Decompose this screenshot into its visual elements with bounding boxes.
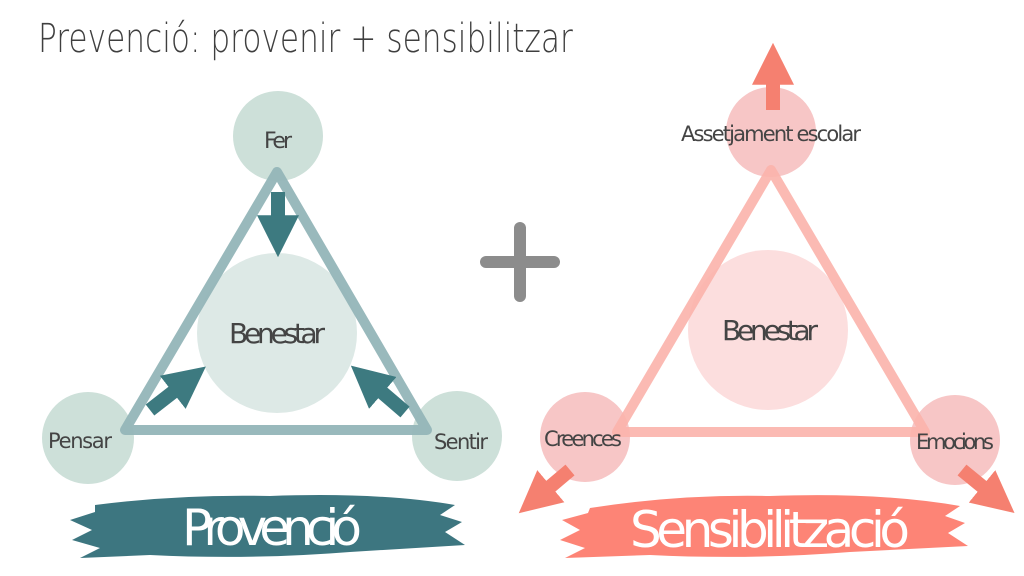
node-assetjament-circle: [726, 87, 816, 177]
node-assetjament-label: Assetjament escolar: [681, 122, 861, 146]
arrow-up-right-icon: [145, 366, 206, 416]
page-title: Prevenció: provenir + sensibilitzar: [38, 16, 573, 62]
node-emocions-label: Emocions: [916, 430, 994, 454]
node-creences-label: Creences: [544, 427, 622, 451]
center-benestar-label: Benestar: [229, 317, 325, 350]
banner-sensibilitzacio: Sensibilització: [630, 501, 910, 559]
sensibilitzacio-diagram: Assetjament escolar Creences Emocions Be…: [518, 42, 1015, 559]
banner-provencio: Provenció: [182, 499, 362, 557]
node-fer-label: Fer: [264, 129, 293, 154]
node-creences-circle: [540, 392, 630, 482]
arrow-up-left-icon: [350, 365, 410, 418]
center-benestar-label: Benestar: [722, 314, 818, 347]
center-benestar-circle: [688, 250, 848, 410]
arrow-down-left-icon: [518, 464, 575, 514]
center-benestar-circle: [197, 253, 357, 413]
provencio-diagram: Fer Pensar Sentir Benestar Provenció: [42, 91, 502, 558]
node-emocions-circle: [910, 395, 1000, 485]
plus-icon: [480, 222, 560, 302]
node-sentir-circle: [412, 391, 502, 481]
node-fer-circle: [233, 91, 323, 181]
arrow-down-right-icon: [957, 464, 1015, 513]
node-sentir-label: Sentir: [434, 430, 488, 454]
node-pensar-label: Pensar: [48, 429, 112, 453]
triangle: [120, 167, 432, 435]
banner-brush: [70, 495, 465, 558]
banner-brush: [560, 495, 968, 558]
node-pensar-circle: [42, 392, 134, 484]
triangle: [612, 165, 930, 437]
